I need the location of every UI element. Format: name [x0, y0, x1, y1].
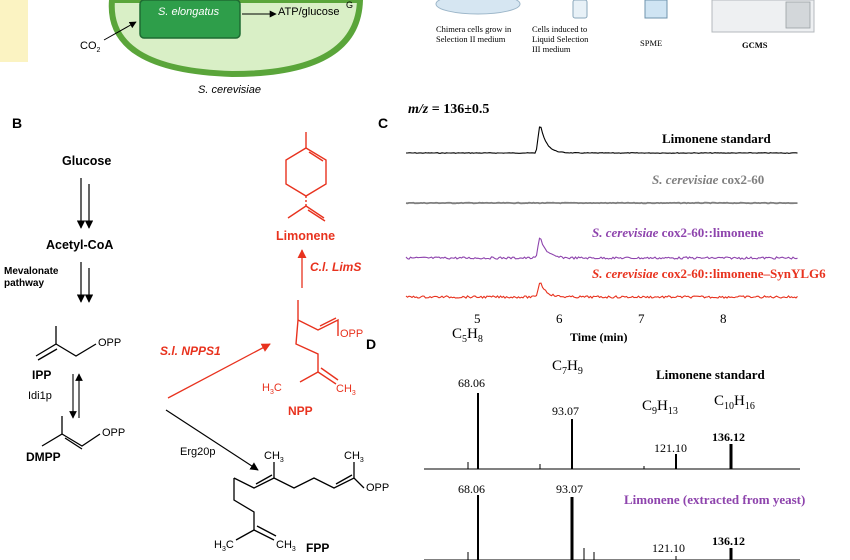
peak-label-93-yeast: 93.07	[556, 482, 583, 496]
trace-limonene	[405, 237, 798, 260]
inner-cell-label: S. elongatus	[158, 6, 220, 18]
fpp-ch3-1: CH3	[264, 450, 284, 465]
dmpp-opp: OPP	[102, 427, 126, 439]
dmpp-label: DMPP	[26, 450, 61, 464]
trace-label-synylg6: S. cerevisiae cox2-60::limonene–SynYLG6	[592, 266, 826, 281]
peak-label-136-yeast: 136.12	[712, 534, 745, 548]
x-tick-6: 6	[556, 311, 563, 326]
yellow-light-strip	[0, 0, 28, 62]
erg20p-arrow	[165, 409, 259, 471]
limonene-structure	[285, 132, 327, 222]
panel-letter-d: D	[366, 336, 377, 352]
workflow-step-3: SPME	[640, 38, 663, 48]
fpp-ch3-2: CH3	[344, 450, 364, 465]
chromatogram-traces	[405, 126, 798, 299]
ipp-label: IPP	[32, 368, 52, 382]
fpp-h3c: H3C	[214, 539, 234, 554]
peak-label-68-std: 68.06	[458, 376, 485, 390]
npps1-enzyme: S.l. NPPS1	[160, 344, 221, 358]
formula-c9h13: C9H13	[642, 398, 678, 417]
npp-ch3: CH3	[336, 383, 356, 398]
petri-dish-icon	[435, 0, 521, 15]
fpp-structure	[233, 462, 365, 541]
npp-opp: OPP	[340, 328, 364, 340]
peak-label-136-std: 136.12	[712, 430, 745, 444]
fpp-label: FPP	[306, 541, 330, 555]
panel-letter-b: B	[12, 115, 23, 131]
formula-c7h9: C7H9	[552, 358, 583, 377]
fpp-ch3-3: CH3	[276, 539, 296, 554]
npp-h3c: H3C	[262, 382, 282, 397]
fpp-opp: OPP	[366, 482, 390, 494]
outer-cell-label: S. cerevisiae	[198, 84, 261, 96]
idi1p-label: Idi1p	[28, 390, 52, 402]
workflow-step-4: GCMS	[742, 40, 768, 50]
co2-arrow	[103, 21, 137, 41]
ipp-opp: OPP	[98, 337, 122, 349]
acetyl-coa-label: Acetyl-CoA	[46, 238, 114, 252]
synechococcus-cell	[139, 0, 241, 39]
trace-cox2	[405, 201, 798, 205]
formula-c5h8: C5H8	[452, 326, 483, 345]
spectrum-title-standard: Limonene standard	[656, 367, 765, 382]
x-tick-5: 5	[474, 311, 481, 326]
npp-structure	[295, 300, 339, 385]
limonene-label: Limonene	[276, 229, 336, 243]
gcms-screen	[785, 1, 811, 29]
product-label: ATP/glucose	[278, 6, 340, 18]
trace-synylg6	[405, 282, 798, 299]
peak-label-68-yeast: 68.06	[458, 482, 485, 496]
mz-label: m/z = 136±0.5	[408, 102, 490, 117]
peak-label-121-std: 121.10	[654, 441, 687, 455]
x-tick-7: 7	[638, 311, 645, 326]
ipp-structure	[35, 326, 97, 361]
trace-label-cox2: S. cerevisiae cox2-60	[652, 172, 765, 187]
spectrum-title-yeast: Limonene (extracted from yeast)	[624, 492, 806, 507]
mass-spectra	[424, 393, 800, 560]
culture-tube-icon	[572, 0, 588, 19]
spme-vial-icon	[644, 0, 668, 19]
glucose-label: Glucose	[62, 154, 112, 168]
dmpp-structure	[41, 416, 101, 450]
trace-label-limonene: S. cerevisiae cox2-60::limonene	[592, 225, 764, 240]
peak-label-121-yeast: 121.10	[652, 541, 685, 555]
x-tick-8: 8	[720, 311, 727, 326]
trace-label-standard: Limonene standard	[662, 131, 771, 146]
co2-label: CO2	[80, 40, 101, 55]
lims-enzyme: C.l. LimS	[310, 260, 362, 274]
trace-standard	[406, 126, 798, 154]
formula-c10h16: C10H16	[714, 393, 755, 412]
peak-label-93-std: 93.07	[552, 404, 579, 418]
cut-letter: G	[346, 0, 354, 10]
npps1-arrow	[167, 343, 271, 399]
npp-label: NPP	[288, 404, 313, 418]
panel-letter-c: C	[378, 115, 389, 131]
erg20p-label: Erg20p	[180, 446, 216, 458]
x-axis-label: Time (min)	[570, 330, 628, 344]
